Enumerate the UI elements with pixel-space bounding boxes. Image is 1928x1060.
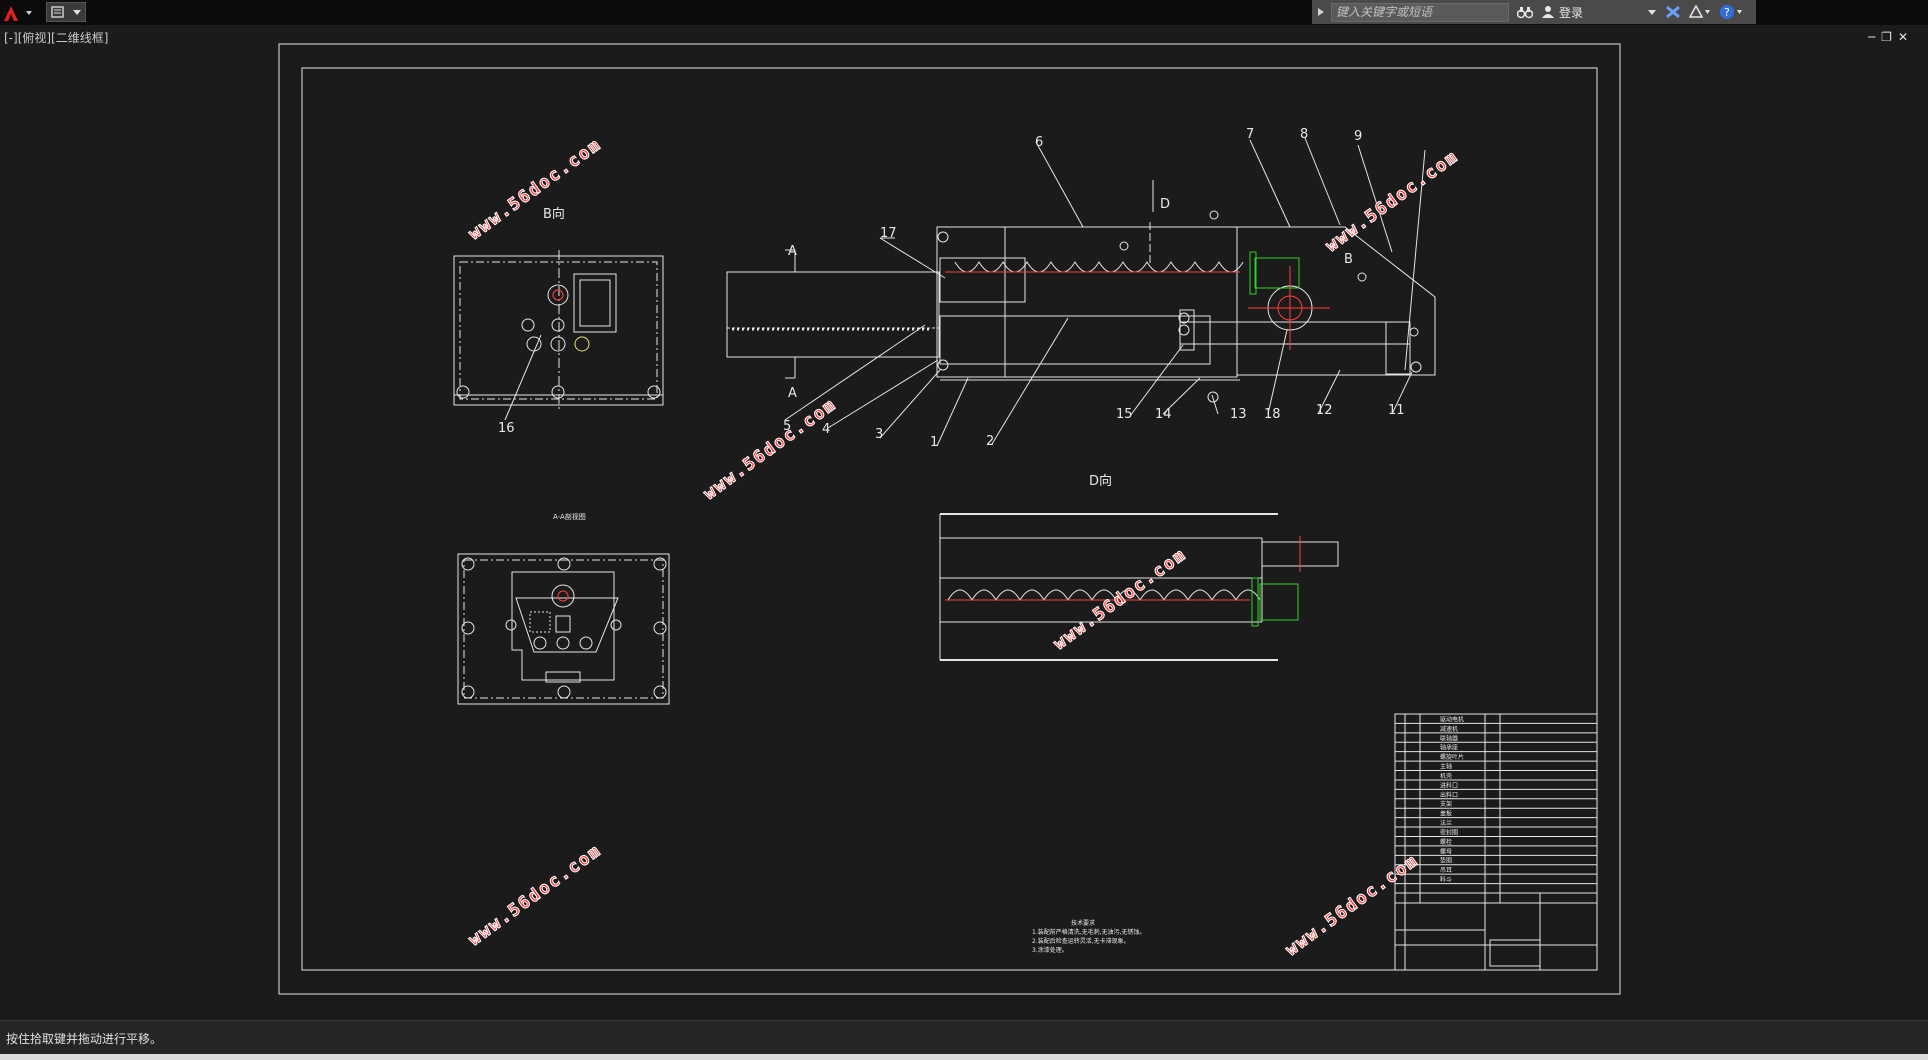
bom-row-name: 主轴 [1440,763,1452,771]
bom-table-lines [1395,722,1597,885]
part-number-label: 14 [1155,407,1172,422]
workspace-icon[interactable] [50,5,65,19]
user-icon [1542,6,1554,18]
main-elevation-drawing [726,137,1436,447]
help-icon[interactable]: ? [1719,4,1743,20]
bom-table-text: 驱动电机减速机联轴器轴承座螺旋叶片主轴机壳进料口出料口支架盖板法兰密封圈螺栓螺母… [1440,715,1464,883]
view-b-drawing [453,250,664,421]
view-b-label: B向 [543,206,565,222]
part-number-label: 5 [783,419,791,434]
part-number-label: 1 [930,435,938,450]
part-number-label: 13 [1230,407,1247,422]
part-number-label: 2 [986,434,994,449]
bom-row-name: 出料口 [1440,791,1458,799]
sheet-inner-border [301,67,1598,971]
bom-row-name: 吊耳 [1440,867,1452,874]
sheet-outer-border [278,43,1621,995]
application-menu-button[interactable] [2,3,42,23]
bom-row-name: 减速机 [1440,725,1458,733]
close-icon[interactable]: ✕ [1897,30,1908,44]
expand-arrow-icon[interactable] [1317,7,1325,17]
command-status-bar: 按住拾取键并拖动进行平移。 [0,1020,1928,1055]
login-label: 登录 [1559,5,1584,20]
minimize-icon[interactable]: ─ [1867,30,1876,44]
bom-row-name: 盖板 [1440,810,1452,818]
part-number-label: 15 [1116,407,1133,422]
part-number-label: 12 [1316,403,1333,418]
bom-row-name: 法兰 [1440,819,1452,827]
bom-row-name: 螺旋叶片 [1440,753,1464,761]
info-center-bar: 登录 ? [1312,0,1756,24]
tech-note-line: 技术要求 [1071,919,1095,927]
quick-access-toolbar[interactable] [46,2,86,22]
svg-text:?: ? [1724,6,1730,19]
bom-row-name: 进料口 [1440,781,1458,789]
bom-row-name: 密封圈 [1440,828,1458,836]
tech-note-line: 2.装配后检查运转灵活,无卡滞现象。 [1032,937,1130,945]
part-number-label: 17 [880,226,897,241]
cut-marker-d: D [1160,197,1170,212]
part-number-label: 7 [1246,127,1254,142]
window-bottom-edge [0,1054,1928,1060]
dropdown-arrow-icon[interactable] [72,7,82,17]
part-number-label: 6 [1035,135,1043,150]
bom-row-name: 垫圈 [1440,857,1452,865]
part-number-label: 18 [1264,407,1281,422]
exchange-icon[interactable] [1665,5,1681,19]
bom-row-name: 螺栓 [1440,838,1452,846]
bom-row-name: 料斗 [1440,876,1452,884]
restore-icon[interactable]: ❐ [1881,30,1892,44]
status-message: 按住拾取键并拖动进行平移。 [6,1032,163,1046]
cut-marker-a-bottom: A [788,386,797,401]
search-binoculars-icon[interactable] [1517,5,1533,19]
chevron-down-icon [1648,10,1657,15]
part-number-label: 11 [1388,403,1405,418]
bom-row-name: 机壳 [1440,772,1452,780]
cut-marker-a-top: A [788,244,797,259]
bom-row-name: 联轴器 [1440,734,1458,742]
part-number-label: 4 [822,422,830,437]
section-aa-label: A-A剖视图 [553,512,586,521]
connect-icon[interactable] [1689,5,1711,19]
part-number-label: 8 [1300,127,1308,142]
bom-row-name: 支架 [1440,800,1452,808]
autocad-logo-icon [4,6,32,21]
bom-row-name: 轴承座 [1440,744,1458,752]
view-d-label: D向 [1089,473,1112,489]
search-input[interactable] [1331,2,1509,22]
user-login[interactable]: 登录 [1541,4,1657,21]
window-controls: ─ ❐ ✕ [1868,30,1908,44]
technical-notes: 技术要求1.装配前严格清洗,无毛刺,无油污,无锈蚀。2.装配后检查运转灵活,无卡… [1032,919,1145,954]
bom-row-name: 螺母 [1440,847,1452,855]
title-bar: 登录 ? [0,0,1928,25]
part-number-label: 9 [1354,129,1362,144]
view-d-drawing [939,513,1339,661]
tech-note-line: 3.涂漆处理。 [1032,946,1068,954]
tech-note-line: 1.装配前严格清洗,无毛刺,无油污,无锈蚀。 [1032,928,1145,936]
drawing-canvas[interactable]: B向 D向 A-A剖视图 A A D B 1767895431215141318… [0,0,1928,1020]
detail-b-marker: B [1344,252,1353,267]
viewport-controls[interactable]: [-][俯视][二维线框] [4,31,109,45]
part-number-label: 3 [875,427,883,442]
bom-row-name: 驱动电机 [1440,715,1464,723]
part-number-label: 16 [498,421,515,436]
title-block [1394,713,1598,971]
section-aa-drawing [457,553,670,705]
